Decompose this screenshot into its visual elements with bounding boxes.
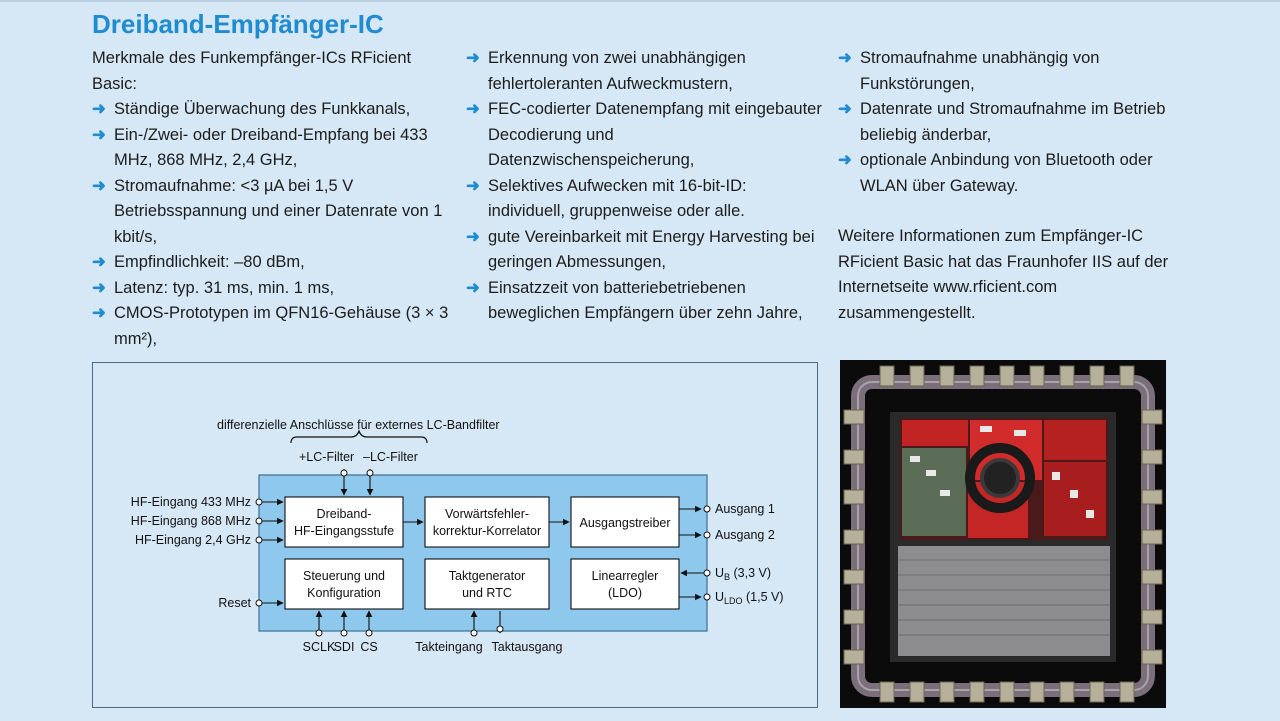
list-item: ➜Ständige Überwachung des Funkkanals, bbox=[92, 97, 454, 123]
clock-in-label: Takteingang bbox=[415, 640, 482, 654]
text-column-2: ➜Erkennung von zwei unabhängigen fehlert… bbox=[466, 46, 822, 327]
filter-minus-label: –LC-Filter bbox=[363, 450, 418, 464]
uldo-label: ULDO (1,5 V) bbox=[715, 590, 784, 606]
list-item: ➜Datenrate und Stromaufnahme im Betrieb … bbox=[838, 97, 1198, 148]
text-column-1: Merkmale des Funkempfänger-ICs RFicient … bbox=[92, 46, 454, 352]
arrow-icon: ➜ bbox=[92, 125, 106, 144]
sdi-label: SDI bbox=[334, 640, 355, 654]
cs-label: CS bbox=[360, 640, 377, 654]
list-item: ➜Empfindlichkeit: –80 dBm, bbox=[92, 250, 454, 276]
pin-dot bbox=[703, 593, 711, 601]
block-frontend: Dreiband- HF-Eingangsstufe bbox=[284, 496, 404, 548]
block-clock: Taktgenerator und RTC bbox=[424, 558, 550, 610]
outro-text: Weitere Informationen zum Empfänger-IC R… bbox=[838, 227, 1169, 322]
block-ldo: Linearregler (LDO) bbox=[570, 558, 680, 610]
spi-pins bbox=[315, 610, 373, 637]
svg-text:Taktgenerator: Taktgenerator bbox=[449, 569, 525, 583]
clock-pins bbox=[470, 610, 504, 637]
intro-text: Merkmale des Funkempfänger-ICs RFicient … bbox=[92, 49, 412, 93]
arrow-icon: ➜ bbox=[92, 253, 106, 271]
reset-label: Reset bbox=[218, 596, 251, 610]
pin-dot bbox=[340, 469, 348, 477]
input-label-24: HF-Eingang 2,4 GHz bbox=[135, 533, 251, 547]
top-rule bbox=[0, 0, 1280, 2]
list-item: ➜gute Vereinbarkeit mit Energy Harvestin… bbox=[466, 225, 822, 276]
output2-label: Ausgang 2 bbox=[715, 528, 775, 542]
block-diagram-svg: differenzielle Anschlüsse für externes L… bbox=[131, 418, 784, 654]
filter-brace bbox=[290, 429, 428, 444]
input-label-868: HF-Eingang 868 MHz bbox=[131, 514, 251, 528]
arrow-icon: ➜ bbox=[466, 278, 480, 297]
svg-text:Linearregler: Linearregler bbox=[592, 569, 659, 583]
svg-text:Vorwärtsfehler-: Vorwärtsfehler- bbox=[445, 507, 529, 521]
list-item: ➜FEC-codierter Datenempfang mit eingebau… bbox=[466, 97, 822, 174]
feature-list-3: ➜Stromaufnahme unabhängig von Funkstörun… bbox=[838, 46, 1198, 199]
svg-text:und RTC: und RTC bbox=[462, 586, 512, 600]
arrow-icon: ➜ bbox=[466, 227, 480, 246]
block-control: Steuerung und Konfiguration bbox=[284, 558, 404, 610]
list-item: ➜Einsatzzeit von batteriebetriebenen bew… bbox=[466, 276, 822, 327]
chip-die-drawing bbox=[840, 360, 1166, 708]
arrow-icon: ➜ bbox=[92, 304, 106, 322]
filter-plus-label: +LC-Filter bbox=[299, 450, 354, 464]
pin-dot bbox=[255, 599, 263, 607]
page-title: Dreiband-Empfänger-IC bbox=[92, 9, 384, 39]
arrow-icon: ➜ bbox=[466, 176, 480, 195]
ub-label: UB (3,3 V) bbox=[715, 566, 771, 582]
list-item: ➜Stromaufnahme unabhängig von Funkstörun… bbox=[838, 46, 1198, 97]
list-item: ➜optionale Anbindung von Bluetooth oder … bbox=[838, 148, 1198, 199]
pin-dot bbox=[703, 505, 711, 513]
arrow-icon: ➜ bbox=[838, 151, 852, 169]
feature-list-1: ➜Ständige Überwachung des Funkkanals, ➜E… bbox=[92, 97, 454, 352]
sclk-label: SCLK bbox=[303, 640, 336, 654]
list-item: ➜CMOS-Prototypen im QFN16-Gehäuse (3 × 3… bbox=[92, 301, 454, 352]
feature-list-2: ➜Erkennung von zwei unabhängigen fehlert… bbox=[466, 46, 822, 327]
text-column-3: ➜Stromaufnahme unabhängig von Funkstörun… bbox=[838, 46, 1198, 326]
arrow-icon: ➜ bbox=[92, 100, 106, 118]
arrow-icon: ➜ bbox=[466, 49, 480, 67]
chip-die-photo bbox=[840, 360, 1166, 708]
list-item: ➜Selektives Aufwecken mit 16-bit-ID: ind… bbox=[466, 174, 822, 225]
arrow-icon: ➜ bbox=[838, 49, 852, 67]
list-item: ➜Ein-/Zwei- oder Dreiband-Empfang bei 43… bbox=[92, 123, 454, 174]
svg-text:Konfiguration: Konfiguration bbox=[307, 586, 381, 600]
svg-text:HF-Eingangsstufe: HF-Eingangsstufe bbox=[294, 524, 394, 538]
block-output-driver: Ausgangstreiber bbox=[570, 496, 680, 548]
output1-label: Ausgang 1 bbox=[715, 502, 775, 516]
pin-dot bbox=[703, 569, 711, 577]
svg-text:(LDO): (LDO) bbox=[608, 586, 642, 600]
arrow-icon: ➜ bbox=[466, 100, 480, 118]
block-fec: Vorwärtsfehler- korrektur-Korrelator bbox=[424, 496, 550, 548]
pin-dot bbox=[703, 531, 711, 539]
svg-text:korrektur-Korrelator: korrektur-Korrelator bbox=[433, 524, 541, 538]
input-label-433: HF-Eingang 433 MHz bbox=[131, 495, 251, 509]
svg-text:Steuerung und: Steuerung und bbox=[303, 569, 385, 583]
arrow-icon: ➜ bbox=[838, 100, 852, 118]
arrow-icon: ➜ bbox=[92, 278, 106, 297]
svg-text:Dreiband-: Dreiband- bbox=[317, 507, 372, 521]
pin-dot bbox=[366, 469, 374, 477]
list-item: ➜Erkennung von zwei unabhängigen fehlert… bbox=[466, 46, 822, 97]
clock-out-label: Taktausgang bbox=[492, 640, 563, 654]
list-item: ➜Stromaufnahme: <3 µA bei 1,5 V Betriebs… bbox=[92, 174, 454, 251]
input-pins bbox=[255, 498, 284, 544]
svg-text:Ausgangstreiber: Ausgangstreiber bbox=[579, 516, 670, 530]
block-diagram: differenzielle Anschlüsse für externes L… bbox=[92, 362, 818, 708]
diagram-top-label: differenzielle Anschlüsse für externes L… bbox=[217, 418, 500, 432]
arrow-icon: ➜ bbox=[92, 176, 106, 195]
list-item: ➜Latenz: typ. 31 ms, min. 1 ms, bbox=[92, 276, 454, 302]
